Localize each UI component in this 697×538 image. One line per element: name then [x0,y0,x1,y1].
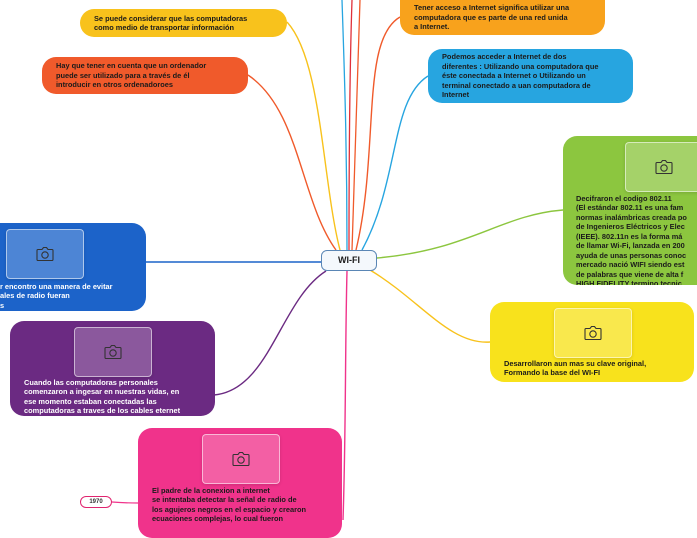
photo-placeholder [554,308,632,358]
node-acceso-text: Tener acceso a Internet significa utiliz… [414,3,570,32]
node-radio[interactable]: r encontro una manera de evitar ales de … [0,223,146,311]
node-padre[interactable]: El padre de la conexion a internet se in… [138,428,342,538]
camera-icon [104,344,122,360]
node-radio-text: r encontro una manera de evitar ales de … [0,282,113,310]
photo-placeholder [625,142,697,192]
year-tag[interactable]: 1970 [80,496,112,508]
node-transport[interactable]: Se puede considerar que las computadoras… [80,9,287,37]
camera-icon [584,325,602,341]
node-personales-text: Cuando las computadoras personales comen… [24,378,181,416]
node-ordenador-text: Hay que tener en cuenta que un ordenador… [56,61,207,90]
camera-icon [36,246,54,262]
central-topic[interactable]: WI-FI [321,250,377,271]
photo-placeholder [202,434,280,484]
node-padre-text: El padre de la conexion a internet se in… [152,486,307,524]
connector-lines [111,0,564,520]
node-codigo[interactable]: Decifraron el codigo 802.11 (El estándar… [563,136,697,285]
node-transport-text: Se puede considerar que las computadoras… [94,13,248,32]
node-clave[interactable]: Desarrollaron aun mas su clave original,… [490,302,694,382]
camera-icon [655,159,673,175]
photo-placeholder [74,327,152,377]
node-acceder[interactable]: Podemos acceder a Internet de dos difere… [428,49,633,103]
node-ordenador[interactable]: Hay que tener en cuenta que un ordenador… [42,57,248,94]
node-personales[interactable]: Cuando las computadoras personales comen… [10,321,215,416]
node-acceso[interactable]: Tener acceso a Internet significa utiliz… [400,0,605,35]
node-acceder-text: Podemos acceder a Internet de dos difere… [442,52,599,100]
photo-placeholder [6,229,84,279]
node-clave-text: Desarrollaron aun mas su clave original,… [504,359,647,378]
camera-icon [232,451,250,467]
node-codigo-text: Decifraron el codigo 802.11 (El estándar… [576,194,687,285]
